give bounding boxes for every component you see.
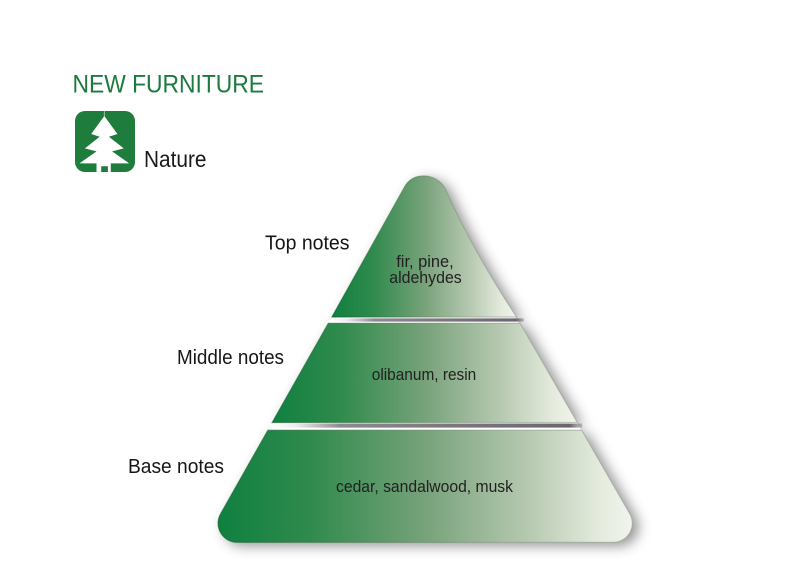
svg-text:Base notes: Base notes [128, 456, 224, 478]
svg-text:olibanum, resin: olibanum, resin [372, 365, 477, 384]
svg-text:NEW FURNITURE: NEW FURNITURE [73, 72, 265, 99]
svg-text:fir, pine,: fir, pine, [396, 252, 454, 271]
svg-text:aldehydes: aldehydes [389, 268, 462, 287]
svg-text:Nature: Nature [144, 146, 207, 172]
svg-text:cedar, sandalwood, musk: cedar, sandalwood, musk [336, 477, 513, 496]
svg-text:Top notes: Top notes [265, 233, 350, 255]
svg-text:Middle notes: Middle notes [177, 347, 284, 369]
